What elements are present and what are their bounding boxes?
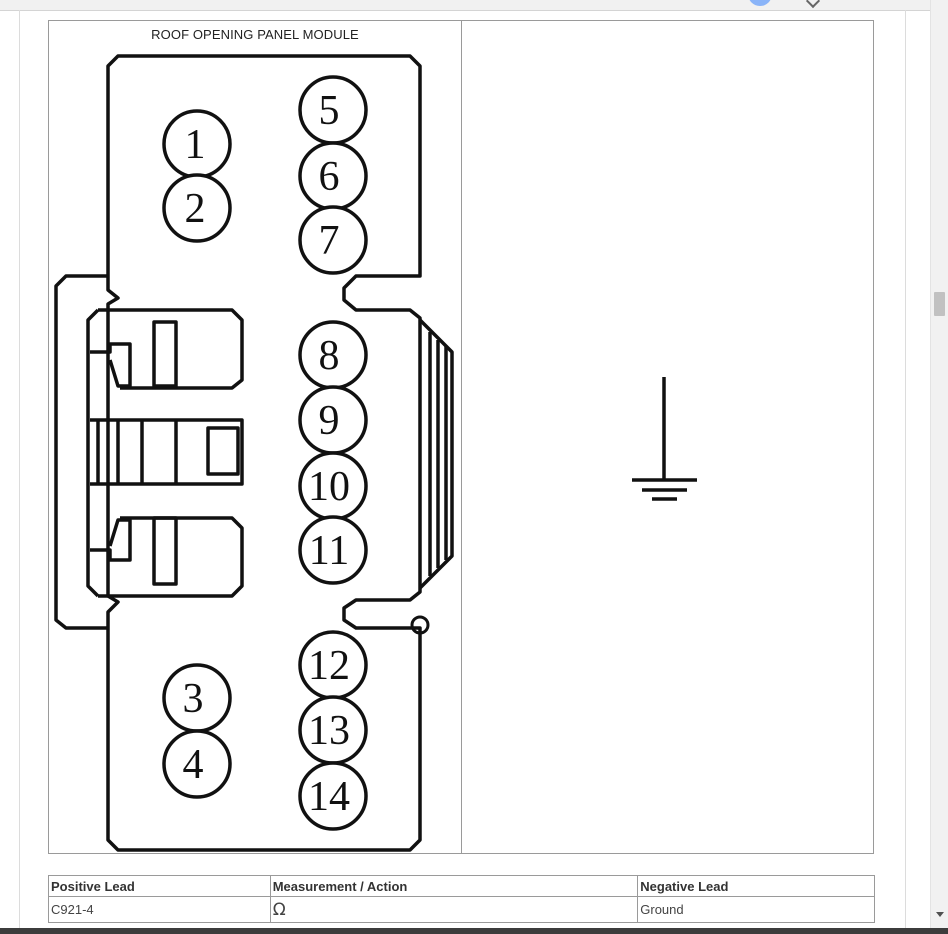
pin-11 [298,515,368,585]
diagram-divider [461,20,462,854]
pin-label-1: 1 [185,122,206,168]
pin-label-5: 5 [319,88,340,134]
bottom-bar [0,928,948,934]
connector-hook [410,615,430,635]
pin-label-8: 8 [319,333,340,379]
content-right-border [905,10,906,930]
pin-labels: 1 2 3 4 5 6 7 8 9 10 11 12 13 14 [183,88,351,820]
pin-label-3: 3 [183,676,204,722]
lead-table-header: Positive Lead Measurement / Action Negat… [48,875,875,897]
negative-lead-cell: Ground [637,896,875,923]
ground-icon [632,377,697,501]
content-left-border [19,10,20,930]
browser-top-bar [0,0,930,11]
vertical-scrollbar[interactable] [930,0,948,928]
pin-label-13: 13 [308,708,350,754]
measurement-cell: Ω [269,896,639,923]
module-title: ROOF OPENING PANEL MODULE [151,27,359,42]
lead-table: Positive Lead Measurement / Action Negat… [48,875,875,923]
pin-label-11: 11 [309,528,349,574]
pin-label-10: 10 [308,464,350,510]
table-row: C921-4 Ω Ground [48,896,875,923]
pin-label-12: 12 [308,643,350,689]
pin-7 [298,205,368,275]
pin-label-2: 2 [185,186,206,232]
profile-icon[interactable] [748,0,772,6]
pin-label-7: 7 [319,218,340,264]
connector-body [54,54,454,852]
scroll-down-arrow-icon[interactable] [936,912,944,917]
pin-2 [162,173,232,243]
pin-circles [162,75,368,831]
positive-lead-header: Positive Lead [48,875,271,897]
pin-label-14: 14 [308,774,350,820]
pin-label-4: 4 [183,742,204,788]
pin-14 [298,761,368,831]
negative-lead-header: Negative Lead [637,875,875,897]
scroll-thumb[interactable] [934,292,945,316]
pin-label-6: 6 [319,154,340,200]
pin-4 [162,729,232,799]
pin-label-9: 9 [319,398,340,444]
positive-lead-cell: C921-4 [48,896,271,923]
measurement-header: Measurement / Action [269,875,639,897]
